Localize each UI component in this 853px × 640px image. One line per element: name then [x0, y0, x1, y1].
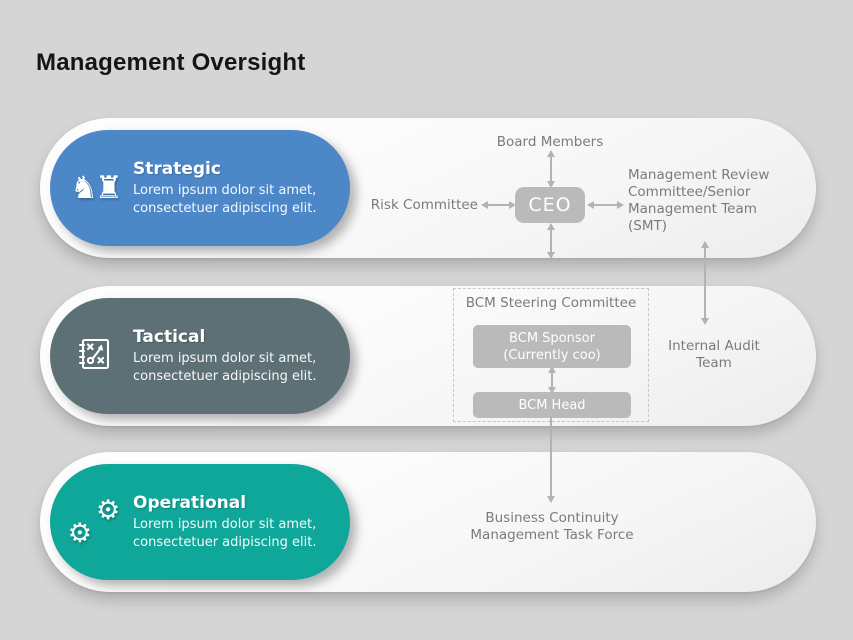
slide-title: Management Oversight — [36, 49, 306, 76]
task-force-label: Business Continuity Management Task Forc… — [442, 510, 662, 544]
tactical-text-block: Tactical Lorem ipsum dolor sit amet, con… — [124, 327, 342, 384]
smt-line-4: (SMT) — [628, 218, 667, 234]
smt-line-1: Management Review — [628, 167, 770, 183]
strategic-title: Strategic — [133, 159, 221, 180]
tactical-description: Lorem ipsum dolor sit amet, consectetuer… — [133, 351, 317, 384]
ceo-bcm-arrow — [550, 229, 552, 253]
task-force-line-1: Business Continuity — [485, 510, 619, 526]
internal-audit-line-2: Team — [696, 355, 732, 371]
operational-text-block: Operational Lorem ipsum dolor sit amet, … — [124, 493, 342, 550]
sponsor-head-arrow — [551, 372, 553, 388]
bcm-steering-committee-label: BCM Steering Committee — [465, 295, 637, 311]
bcm-task-force-arrow — [550, 416, 552, 497]
bcm-sponsor-node: BCM Sponsor (Currently coo) — [473, 325, 631, 368]
task-force-line-2: Management Task Force — [470, 527, 634, 543]
operational-description: Lorem ipsum dolor sit amet, consectetuer… — [133, 517, 317, 550]
internal-audit-line-1: Internal Audit — [668, 338, 760, 354]
smt-label: Management Review Committee/Senior Manag… — [628, 167, 800, 235]
internal-audit-team-label: Internal Audit Team — [634, 338, 794, 372]
smt-line-3: Management Team — [628, 201, 757, 217]
operational-row: ⚙ ⚙ Operational Lorem ipsum dolor sit am… — [40, 452, 816, 592]
smt-line-2: Committee/Senior — [628, 184, 751, 200]
strategic-text-block: Strategic Lorem ipsum dolor sit amet, co… — [124, 159, 342, 216]
risk-ceo-arrow — [487, 204, 510, 206]
strategic-row: ♞♜ Strategic Lorem ipsum dolor sit amet,… — [40, 118, 816, 258]
ceo-node: CEO — [515, 187, 585, 223]
bcm-sponsor-line-2: (Currently coo) — [503, 347, 601, 363]
tactical-title: Tactical — [133, 327, 206, 348]
operational-pill: ⚙ ⚙ Operational Lorem ipsum dolor sit am… — [50, 464, 350, 580]
board-members-label: Board Members — [496, 134, 604, 150]
tactics-plan-svg — [78, 338, 110, 370]
board-ceo-arrow — [550, 156, 552, 182]
gear-large-icon: ⚙ — [67, 518, 92, 549]
operational-title: Operational — [133, 493, 247, 514]
tactical-row: Tactical Lorem ipsum dolor sit amet, con… — [40, 286, 816, 426]
ceo-smt-arrow — [593, 204, 618, 206]
bcm-head-node: BCM Head — [473, 392, 631, 418]
tactical-pill: Tactical Lorem ipsum dolor sit amet, con… — [50, 298, 350, 414]
tactics-plan-icon — [66, 335, 124, 377]
risk-committee-label: Risk Committee — [370, 197, 478, 213]
chess-pieces-icon: ♞♜ — [66, 169, 124, 206]
gear-small-icon: ⚙ — [96, 495, 121, 526]
smt-internal-audit-arrow — [704, 247, 706, 319]
strategic-pill: ♞♜ Strategic Lorem ipsum dolor sit amet,… — [50, 130, 350, 246]
strategic-description: Lorem ipsum dolor sit amet, consectetuer… — [133, 183, 317, 216]
bcm-sponsor-line-1: BCM Sponsor — [509, 330, 595, 346]
bcm-steering-committee-box: BCM Steering Committee BCM Sponsor (Curr… — [453, 288, 649, 422]
chess-glyphs: ♞♜ — [70, 169, 123, 206]
